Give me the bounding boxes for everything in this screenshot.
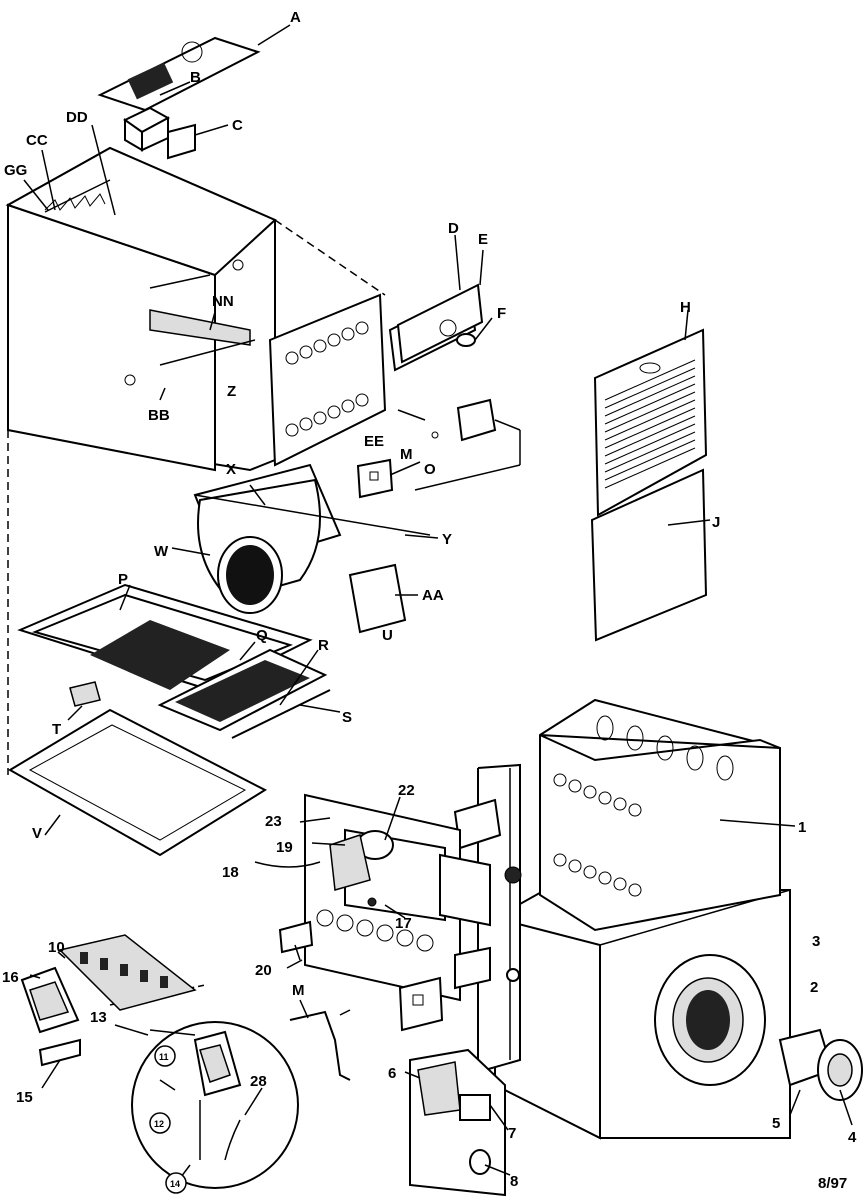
label-c: C	[232, 117, 243, 134]
label-u: U	[382, 627, 393, 644]
plate-c	[167, 123, 229, 160]
label-5: 5	[772, 1115, 780, 1132]
label-aa: AA	[422, 587, 444, 604]
label-1: 1	[798, 819, 806, 836]
label-o: O	[424, 461, 436, 478]
label-17: 17	[395, 915, 412, 932]
label-y: Y	[442, 531, 452, 548]
label-s: S	[342, 709, 352, 726]
heat-exchanger-1	[539, 698, 796, 932]
circled-label-12: 12	[149, 1112, 171, 1134]
plate-lower-left	[398, 976, 444, 1032]
label-8: 8	[510, 1173, 518, 1190]
label-z: Z	[227, 383, 236, 400]
label-t: T	[52, 721, 61, 738]
label-a: A	[290, 9, 301, 26]
label-7: 7	[508, 1125, 516, 1142]
callout-labels: A B C CC DD GG D E F H J NN Z BB EE M O …	[2, 9, 857, 1194]
label-nn: NN	[212, 293, 234, 310]
label-18: 18	[222, 864, 239, 881]
cabinet	[5, 146, 277, 472]
access-panel	[268, 293, 387, 467]
label-b: B	[190, 69, 201, 86]
gas-valve-assembly	[20, 934, 197, 1089]
base-v	[8, 708, 268, 857]
circled-label-14: 14	[165, 1172, 187, 1194]
furnace-body	[494, 889, 791, 1140]
panel-u	[348, 563, 418, 634]
label-11: 11	[159, 1052, 169, 1062]
label-16: 16	[2, 969, 19, 986]
label-4: 4	[848, 1129, 857, 1146]
label-bb: BB	[148, 407, 170, 424]
label-23: 23	[265, 813, 282, 830]
label-d: D	[448, 220, 459, 237]
rail-s	[231, 649, 341, 739]
grille-h	[593, 309, 708, 517]
label-f: F	[497, 305, 506, 322]
label-13: 13	[90, 1009, 107, 1026]
bracket-20	[278, 920, 314, 961]
label-19: 19	[276, 839, 293, 856]
label-m-bottom: M	[292, 982, 305, 999]
label-15: 15	[16, 1089, 33, 1106]
label-r: R	[318, 637, 329, 654]
label-6: 6	[388, 1065, 396, 1082]
label-28: 28	[250, 1073, 267, 1090]
control-board	[404, 1048, 511, 1197]
filter-d-e	[388, 234, 493, 372]
label-p: P	[118, 571, 128, 588]
blower-w	[171, 463, 439, 614]
label-14: 14	[170, 1179, 180, 1189]
label-v: V	[32, 825, 42, 842]
filter-frame-p	[17, 583, 328, 732]
motor-4-5	[778, 1028, 863, 1126]
label-12: 12	[154, 1119, 164, 1129]
label-e: E	[478, 231, 488, 248]
label-ee: EE	[364, 433, 384, 450]
circled-label-11: 11	[154, 1045, 176, 1067]
label-2: 2	[810, 979, 818, 996]
label-q: Q	[256, 627, 268, 644]
bracket-b	[123, 81, 191, 152]
label-22: 22	[398, 782, 415, 799]
label-w: W	[154, 543, 169, 560]
vestibule-plate	[304, 793, 491, 1002]
detail-circle	[131, 1021, 299, 1189]
label-h: H	[680, 299, 691, 316]
burner-frame	[453, 763, 522, 1074]
bracket-m-bottom	[289, 999, 351, 1081]
label-10: 10	[48, 939, 65, 956]
label-20: 20	[255, 962, 272, 979]
label-gg: GG	[4, 162, 27, 179]
date-code: 8/97	[818, 1175, 847, 1192]
top-vent-panel-a	[97, 24, 291, 112]
bracket-o	[356, 398, 521, 499]
label-x: X	[226, 461, 236, 478]
label-dd: DD	[66, 109, 88, 126]
label-m-top: M	[400, 446, 413, 463]
label-cc: CC	[26, 132, 48, 149]
label-j: J	[712, 514, 720, 531]
label-3: 3	[812, 933, 820, 950]
panel-j	[590, 468, 711, 642]
part-t	[67, 681, 101, 721]
